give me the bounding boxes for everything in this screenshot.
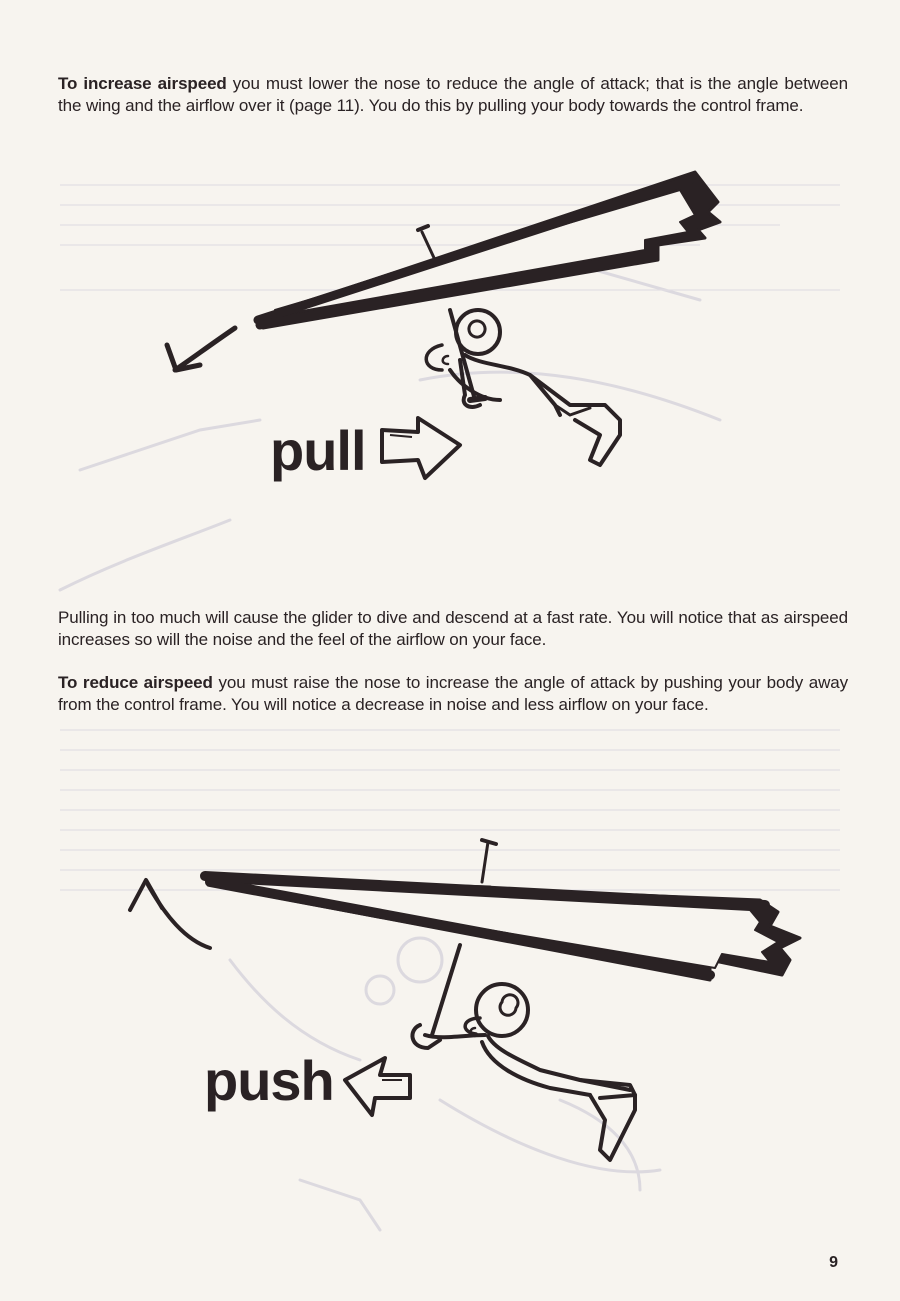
reduce-airspeed-paragraph: To reduce airspeed you must raise the no… — [58, 672, 848, 716]
reduce-airspeed-heading: To reduce airspeed — [58, 673, 213, 692]
push-label: push — [204, 1049, 335, 1112]
push-illustration — [128, 838, 802, 1162]
pulling-paragraph: Pulling in too much will cause the glide… — [58, 608, 848, 649]
page-number: 9 — [829, 1254, 838, 1271]
increase-airspeed-text: you must lower the nose to reduce the an… — [58, 74, 848, 115]
reduce-airspeed-text: you must raise the nose to increase the … — [58, 673, 848, 714]
pull-label: pull — [270, 419, 367, 482]
increase-airspeed-heading: To increase airspeed — [58, 74, 227, 93]
increase-airspeed-paragraph: To increase airspeed you must lower the … — [58, 73, 848, 117]
pull-illustration — [164, 170, 722, 480]
